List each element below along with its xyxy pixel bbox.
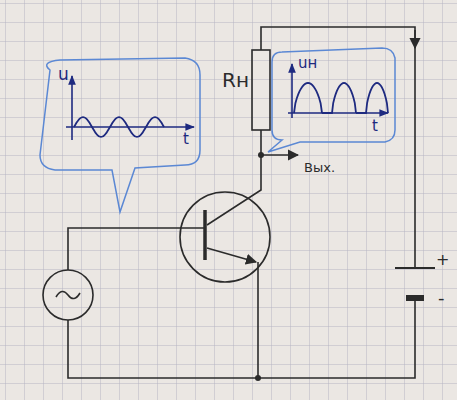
input-sine-wave [74, 117, 164, 137]
output-bubble [268, 48, 395, 152]
ac-source [43, 270, 93, 320]
output-time-axis [288, 112, 388, 114]
output-arrow [261, 154, 298, 156]
battery-plate-positive [395, 267, 435, 269]
junction-dot [258, 152, 264, 158]
load-resistor [252, 50, 270, 130]
emitter-wire [257, 262, 259, 378]
input-time-axis [66, 126, 194, 128]
component-label: Rн [222, 70, 249, 90]
base-wire [68, 228, 205, 270]
ac-symbol [56, 291, 80, 298]
output-half-wave [322, 83, 356, 113]
input-bubble [40, 58, 200, 212]
emitter-arrow [207, 248, 256, 262]
collector-wire [207, 130, 261, 225]
base-bar [203, 210, 207, 260]
axis-label: t [372, 119, 378, 134]
axis-label: u [58, 66, 69, 83]
polarity-label: + [436, 252, 449, 268]
axis-label: t [183, 132, 189, 147]
polarity-label: - [438, 289, 445, 307]
axis-label: uн [298, 56, 317, 71]
output-label: Вых. [304, 161, 335, 174]
output-half-wave [294, 83, 322, 113]
ground-wire [68, 298, 415, 378]
output-half-wave [356, 83, 388, 113]
transistor-body [180, 192, 270, 282]
input-voltage-axis [71, 76, 73, 140]
output-voltage-axis [291, 64, 293, 118]
supply-wire [261, 27, 415, 268]
junction-dot [255, 375, 261, 381]
current-arrow [414, 30, 416, 48]
battery-plate-negative [406, 295, 424, 301]
